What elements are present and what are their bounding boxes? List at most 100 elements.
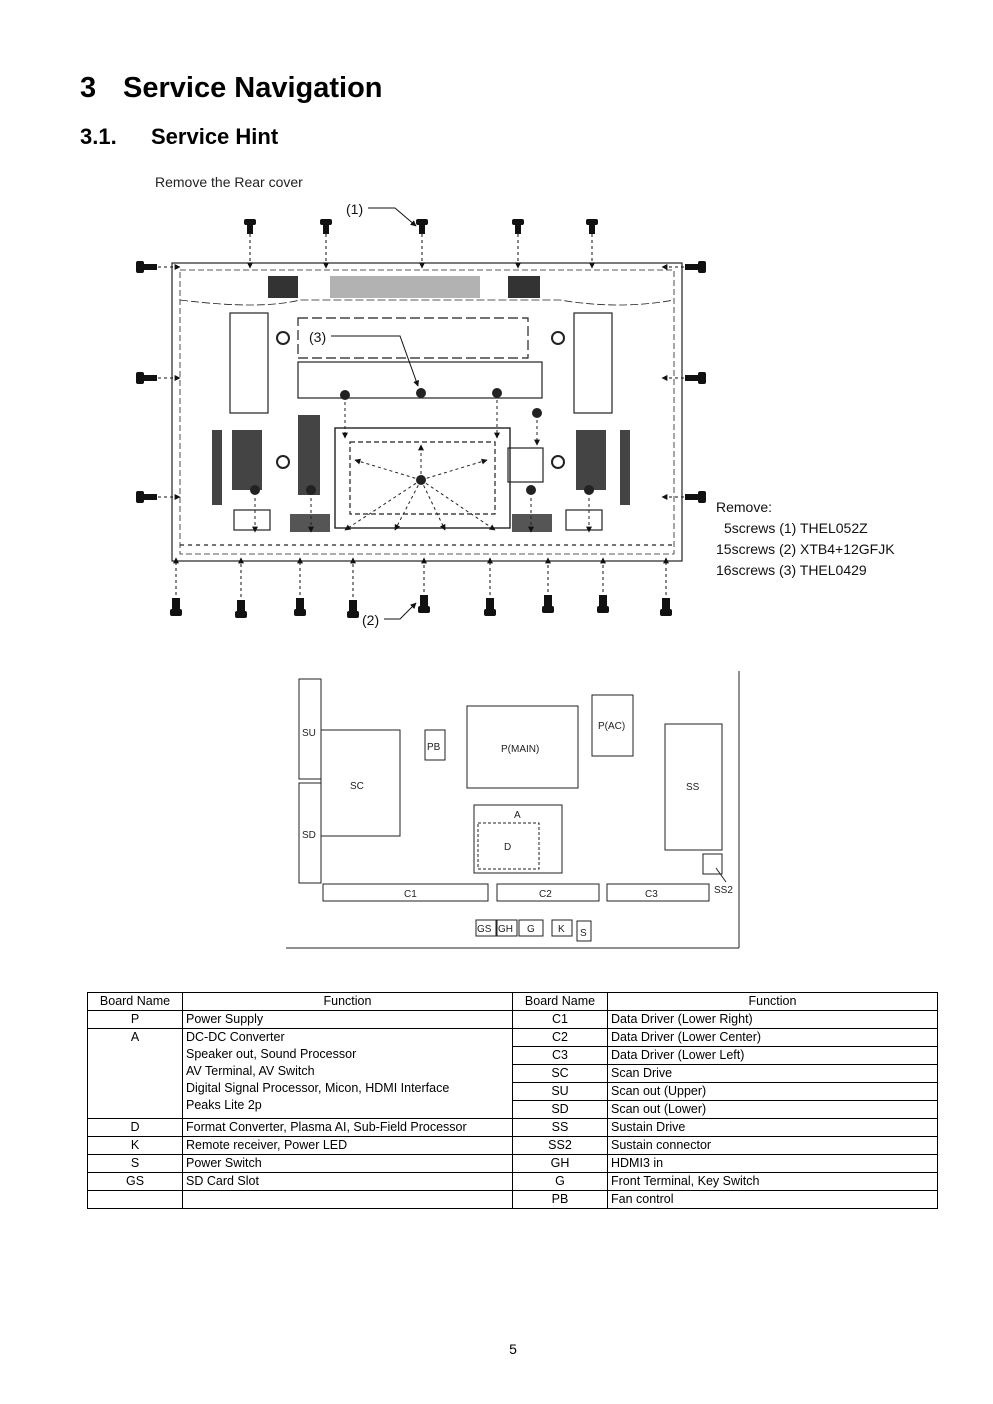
section-heading: 3 Service Navigation bbox=[80, 72, 383, 105]
function-line: AV Terminal, AV Switch bbox=[186, 1064, 315, 1078]
label-p-main: P(MAIN) bbox=[501, 744, 539, 755]
cell-function: Scan out (Upper) bbox=[607, 1082, 938, 1101]
board-s bbox=[576, 920, 592, 942]
label-su: SU bbox=[302, 728, 316, 739]
section-number: 3 bbox=[80, 72, 97, 104]
screw-removal-notes: Remove: 5screws (1) THEL052Z 15screws (2… bbox=[716, 497, 895, 581]
board-p-ac bbox=[591, 694, 634, 757]
board-g bbox=[518, 919, 544, 937]
cell-board: K bbox=[87, 1136, 183, 1155]
remove-line: 15screws (2) XTB4+12GFJK bbox=[716, 541, 895, 557]
table-header-row: Board Name Function Board Name Function bbox=[87, 992, 938, 1011]
cell-board: SD bbox=[512, 1100, 608, 1119]
function-line: Peaks Lite 2p bbox=[186, 1098, 262, 1112]
callout-2: (2) bbox=[362, 612, 379, 628]
cell-board: SU bbox=[512, 1082, 608, 1101]
cell-function: Scan out (Lower) bbox=[607, 1100, 938, 1119]
cell-function: HDMI3 in bbox=[607, 1154, 938, 1173]
cell-function: DC-DC Converter Speaker out, Sound Proce… bbox=[182, 1028, 513, 1119]
cell-function: Data Driver (Lower Right) bbox=[607, 1010, 938, 1029]
board-c3 bbox=[606, 883, 710, 902]
remove-line: 16screws (3) THEL0429 bbox=[716, 562, 867, 578]
cell-board: SS2 bbox=[512, 1136, 608, 1155]
cell-board: C1 bbox=[512, 1010, 608, 1029]
board-sc bbox=[320, 729, 401, 837]
cell-function: Format Converter, Plasma AI, Sub-Field P… bbox=[182, 1118, 513, 1137]
board-gh bbox=[496, 919, 518, 937]
bottom-screws bbox=[170, 557, 672, 618]
cell-board: SS bbox=[512, 1118, 608, 1137]
remove-title: Remove: bbox=[716, 499, 773, 515]
cell-function: Front Terminal, Key Switch bbox=[607, 1172, 938, 1191]
label-ss: SS bbox=[686, 782, 700, 793]
cell-function: Power Supply bbox=[182, 1010, 513, 1029]
label-d: D bbox=[504, 842, 511, 853]
function-line: Digital Signal Processor, Micon, HDMI In… bbox=[186, 1081, 450, 1095]
cell-board: SC bbox=[512, 1064, 608, 1083]
label-k: K bbox=[558, 924, 565, 935]
table-row: S Power Switch GH HDMI3 in bbox=[87, 1154, 938, 1173]
table-row: K Remote receiver, Power LED SS2 Sustain… bbox=[87, 1136, 938, 1155]
board-function-table: Board Name Function Board Name Function … bbox=[87, 992, 938, 1209]
label-c1: C1 bbox=[404, 889, 417, 900]
label-a: A bbox=[514, 810, 521, 821]
function-line: Speaker out, Sound Processor bbox=[186, 1047, 357, 1061]
subsection-heading: 3.1.Service Hint bbox=[80, 124, 278, 150]
cell-function: Sustain connector bbox=[607, 1136, 938, 1155]
callout-3: (3) bbox=[309, 329, 326, 345]
cell-board bbox=[87, 1190, 183, 1209]
label-sd: SD bbox=[302, 830, 316, 841]
cell-function: Data Driver (Lower Center) bbox=[607, 1028, 938, 1047]
remove-line: 5screws (1) THEL052Z bbox=[724, 520, 868, 536]
header-function: Function bbox=[607, 992, 938, 1011]
subsection-title: Service Hint bbox=[151, 124, 279, 149]
label-c2: C2 bbox=[539, 889, 552, 900]
rear-cover-outline bbox=[171, 262, 683, 562]
table-row: PB Fan control bbox=[87, 1190, 938, 1209]
cell-board: GS bbox=[87, 1172, 183, 1191]
label-c3: C3 bbox=[645, 889, 658, 900]
cell-board: C3 bbox=[512, 1046, 608, 1065]
section-title: Service Navigation bbox=[123, 72, 383, 104]
cell-board: S bbox=[87, 1154, 183, 1173]
cell-function: SD Card Slot bbox=[182, 1172, 513, 1191]
cell-function: Fan control bbox=[607, 1190, 938, 1209]
table-row: C3 Data Driver (Lower Left) bbox=[88, 1046, 938, 1065]
board-layout-diagram: SU SD SC PB P(MAIN) P(AC) SS A D SS2 C1 … bbox=[286, 671, 740, 949]
page-number: 5 bbox=[509, 1341, 517, 1357]
label-pb: PB bbox=[427, 742, 441, 753]
table-row: D Format Converter, Plasma AI, Sub-Field… bbox=[87, 1118, 938, 1137]
table-row: A DC-DC Converter Speaker out, Sound Pro… bbox=[87, 1028, 938, 1119]
label-sc: SC bbox=[350, 781, 364, 792]
header-board-name: Board Name bbox=[512, 992, 608, 1011]
board-pb bbox=[424, 729, 446, 761]
label-g: G bbox=[527, 924, 535, 935]
rear-cover-diagram: (1) (3) (2) bbox=[136, 201, 706, 628]
label-s: S bbox=[580, 928, 587, 939]
board-su bbox=[298, 678, 322, 780]
figure-caption: Remove the Rear cover bbox=[155, 174, 303, 190]
board-c1 bbox=[322, 883, 489, 902]
board-ss2 bbox=[702, 853, 723, 875]
header-board-name: Board Name bbox=[87, 992, 183, 1011]
cell-board: G bbox=[512, 1172, 608, 1191]
board-k bbox=[551, 919, 573, 937]
top-screws bbox=[244, 219, 598, 269]
cell-function: Scan Drive bbox=[607, 1064, 938, 1083]
board-a bbox=[473, 804, 563, 874]
callout-1: (1) bbox=[346, 201, 363, 217]
cell-function: Sustain Drive bbox=[607, 1118, 938, 1137]
table-row: P Power Supply C1 Data Driver (Lower Rig… bbox=[87, 1010, 938, 1029]
function-line: DC-DC Converter bbox=[186, 1030, 285, 1044]
cell-board: PB bbox=[512, 1190, 608, 1209]
board-c2 bbox=[496, 883, 600, 902]
cell-function: Power Switch bbox=[182, 1154, 513, 1173]
cell-board: C2 bbox=[512, 1028, 608, 1047]
cell-board: P bbox=[87, 1010, 183, 1029]
label-p-ac: P(AC) bbox=[598, 721, 625, 732]
table-row: GS SD Card Slot G Front Terminal, Key Sw… bbox=[87, 1172, 938, 1191]
board-p-main bbox=[466, 705, 579, 789]
cell-function: Remote receiver, Power LED bbox=[182, 1136, 513, 1155]
label-gs: GS bbox=[477, 924, 492, 935]
board-gs bbox=[475, 919, 497, 937]
